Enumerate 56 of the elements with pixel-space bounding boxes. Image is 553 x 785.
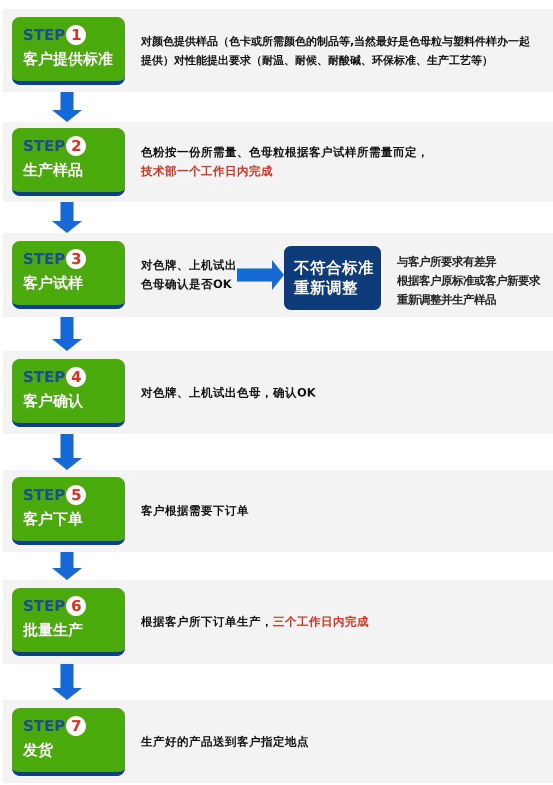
step-title: 客户提供标准 bbox=[23, 48, 113, 68]
step-label: STEP bbox=[23, 366, 66, 386]
step-number: 1 bbox=[66, 24, 86, 44]
step-label: STEP bbox=[23, 596, 66, 616]
step-number: 7 bbox=[66, 716, 86, 736]
step-title: 生产样品 bbox=[23, 160, 83, 180]
step-title: 客户确认 bbox=[23, 390, 83, 410]
step-band bbox=[3, 122, 553, 202]
step-description: 客户根据需要下订单 bbox=[141, 502, 250, 520]
step-label: STEP bbox=[23, 716, 66, 736]
step-number: 3 bbox=[66, 249, 86, 269]
step-band bbox=[3, 9, 553, 92]
step-description: 生产好的产品送到客户指定地点 bbox=[141, 733, 310, 750]
down-arrow bbox=[52, 434, 82, 470]
step-label: STEP bbox=[23, 136, 66, 156]
right-arrow bbox=[237, 260, 284, 290]
step-band bbox=[3, 233, 553, 317]
step-label: STEP bbox=[23, 24, 66, 44]
down-arrow bbox=[52, 92, 82, 122]
note-text: 重新调整并生产样品 bbox=[397, 292, 497, 308]
deadline-text: 技术部一个工作日内完成 bbox=[141, 163, 274, 180]
step-number: 4 bbox=[66, 366, 86, 386]
step-title: 客户下单 bbox=[23, 509, 83, 529]
step-card bbox=[12, 588, 125, 656]
step-title: 发货 bbox=[23, 740, 53, 760]
adjustment-text: 不符合标准重新调整 bbox=[294, 258, 375, 298]
down-arrow bbox=[52, 552, 82, 580]
deadline-text: 三个工作日内完成 bbox=[273, 614, 369, 628]
step-card bbox=[12, 477, 125, 545]
step-number: 5 bbox=[66, 485, 86, 505]
step-description: 对色牌、上机试出色母，确认OK bbox=[141, 384, 317, 401]
step-card bbox=[12, 358, 125, 426]
down-arrow bbox=[52, 664, 82, 700]
down-arrow bbox=[52, 202, 82, 233]
note-text: 根据客户原标准或客户新要求 bbox=[397, 274, 540, 290]
step-card bbox=[12, 241, 125, 309]
adjustment-box bbox=[284, 246, 381, 310]
step-title: 客户试样 bbox=[23, 273, 83, 293]
step-band bbox=[3, 351, 553, 434]
step-band bbox=[3, 580, 553, 664]
step-title: 批量生产 bbox=[23, 620, 83, 640]
step-number: 2 bbox=[66, 136, 86, 156]
step-card bbox=[12, 128, 125, 196]
step-description: 色粉按一份所需量、色母粒根据客户试样所需量而定， bbox=[141, 144, 430, 161]
step-card bbox=[12, 16, 125, 84]
step-label: STEP bbox=[23, 249, 66, 269]
step-label: STEP bbox=[23, 485, 66, 505]
step-band bbox=[3, 470, 553, 552]
step-number: 6 bbox=[66, 596, 86, 616]
step-band bbox=[3, 700, 553, 783]
note-text: 与客户所要求有差异 bbox=[397, 254, 498, 270]
down-arrow bbox=[52, 317, 82, 351]
step-description: 根据客户所下订单生产， bbox=[141, 614, 273, 628]
step-card bbox=[12, 708, 125, 776]
check-text: 对色牌、上机试出色母确认是否OK bbox=[141, 256, 237, 294]
step-description: 对颜色提供样品（色卡或所需颜色的制品等,当然最好是色母粒与塑料件样办一起提供）对性能提出要求（耐温、耐候、耐酸碱、环保标准、生产工艺等） bbox=[141, 34, 531, 68]
